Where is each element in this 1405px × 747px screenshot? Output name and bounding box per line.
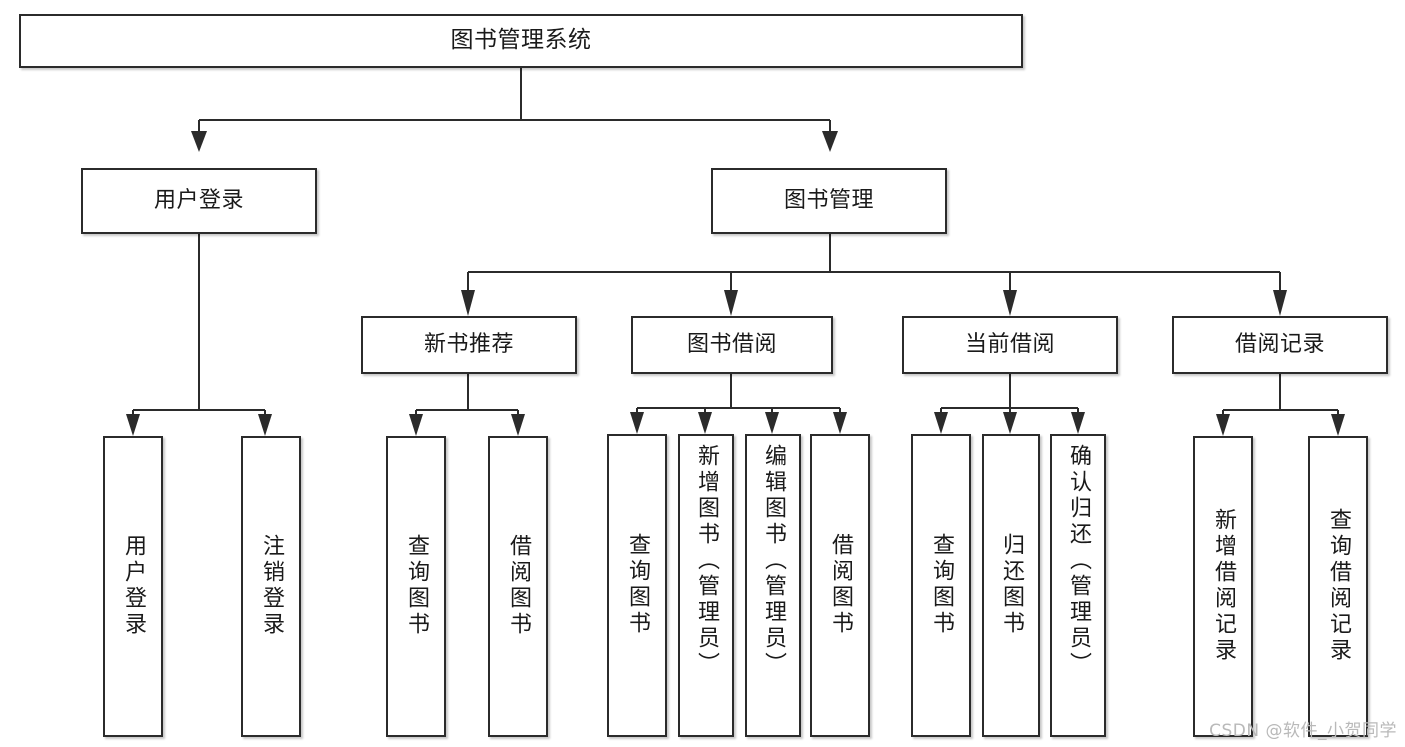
node-leaf-edit-book[interactable]: 编辑图书（管理员） — [745, 434, 801, 737]
node-current-borrow-label: 当前借阅 — [964, 331, 1055, 357]
node-leaf-borrow-book-1[interactable]: 借阅图书 — [488, 436, 548, 737]
node-user-login[interactable]: 用户登录 — [81, 168, 317, 234]
node-book-borrow-label: 图书借阅 — [686, 331, 777, 357]
node-leaf-logout-label: 注销登录 — [258, 533, 284, 638]
node-leaf-add-record-label: 新增借阅记录 — [1210, 507, 1236, 664]
node-leaf-query-book-1-label: 查询图书 — [403, 533, 429, 638]
arrow-leaf-query-book-1 — [409, 414, 423, 436]
arrow-leaf-borrow-book-2 — [833, 412, 847, 434]
arrow-leaf-user-login — [126, 414, 140, 436]
arrow-book-borrow — [724, 290, 738, 316]
node-leaf-borrow-book-2-label: 借阅图书 — [827, 532, 853, 637]
arrow-leaf-return-book — [1003, 412, 1017, 434]
node-leaf-return-book-label: 归还图书 — [998, 532, 1024, 637]
arrow-leaf-confirm-return — [1071, 412, 1085, 434]
arrow-borrow-record — [1273, 290, 1287, 316]
node-new-book-recommend-label: 新书推荐 — [423, 331, 514, 357]
node-leaf-query-book-1[interactable]: 查询图书 — [386, 436, 446, 737]
node-leaf-add-book[interactable]: 新增图书（管理员） — [678, 434, 734, 737]
node-leaf-query-record[interactable]: 查询借阅记录 — [1308, 436, 1368, 737]
node-leaf-query-book-3-label: 查询图书 — [928, 532, 954, 637]
node-leaf-add-record[interactable]: 新增借阅记录 — [1193, 436, 1253, 737]
node-leaf-edit-book-label: 编辑图书（管理员） — [760, 444, 786, 678]
node-leaf-borrow-book-2[interactable]: 借阅图书 — [810, 434, 870, 737]
node-leaf-user-login-label: 用户登录 — [120, 533, 146, 638]
arrow-new-book-recommend — [461, 290, 475, 316]
arrow-leaf-borrow-book-1 — [511, 414, 525, 436]
arrow-leaf-query-book-3 — [934, 412, 948, 434]
arrow-leaf-add-record — [1216, 414, 1230, 436]
arrow-current-borrow — [1003, 290, 1017, 316]
node-new-book-recommend[interactable]: 新书推荐 — [361, 316, 577, 374]
node-book-management-label: 图书管理 — [783, 187, 874, 213]
node-leaf-confirm-return[interactable]: 确认归还（管理员） — [1050, 434, 1106, 737]
node-user-login-label: 用户登录 — [153, 187, 244, 213]
node-leaf-return-book[interactable]: 归还图书 — [982, 434, 1040, 737]
arrow-leaf-query-book-2 — [630, 412, 644, 434]
node-leaf-query-book-2-label: 查询图书 — [624, 532, 650, 637]
node-root-label: 图书管理系统 — [450, 27, 592, 54]
node-leaf-borrow-book-1-label: 借阅图书 — [505, 533, 531, 638]
node-current-borrow[interactable]: 当前借阅 — [902, 316, 1118, 374]
node-book-borrow[interactable]: 图书借阅 — [631, 316, 833, 374]
csdn-watermark: CSDN @软件_小贺同学 — [1209, 721, 1397, 741]
node-leaf-confirm-return-label: 确认归还（管理员） — [1065, 444, 1091, 678]
node-leaf-query-book-2[interactable]: 查询图书 — [607, 434, 667, 737]
arrow-leaf-logout — [258, 414, 272, 436]
arrow-book-management — [822, 131, 838, 152]
arrow-leaf-edit-book — [765, 412, 779, 434]
node-leaf-logout[interactable]: 注销登录 — [241, 436, 301, 737]
arrow-leaf-query-record — [1331, 414, 1345, 436]
node-leaf-query-record-label: 查询借阅记录 — [1325, 507, 1351, 664]
node-book-management[interactable]: 图书管理 — [711, 168, 947, 234]
node-root[interactable]: 图书管理系统 — [19, 14, 1023, 68]
arrow-user-login — [191, 131, 207, 152]
node-leaf-query-book-3[interactable]: 查询图书 — [911, 434, 971, 737]
arrow-leaf-add-book — [698, 412, 712, 434]
node-borrow-record-label: 借阅记录 — [1234, 331, 1325, 357]
node-borrow-record[interactable]: 借阅记录 — [1172, 316, 1388, 374]
node-leaf-user-login[interactable]: 用户登录 — [103, 436, 163, 737]
node-leaf-add-book-label: 新增图书（管理员） — [693, 444, 719, 678]
